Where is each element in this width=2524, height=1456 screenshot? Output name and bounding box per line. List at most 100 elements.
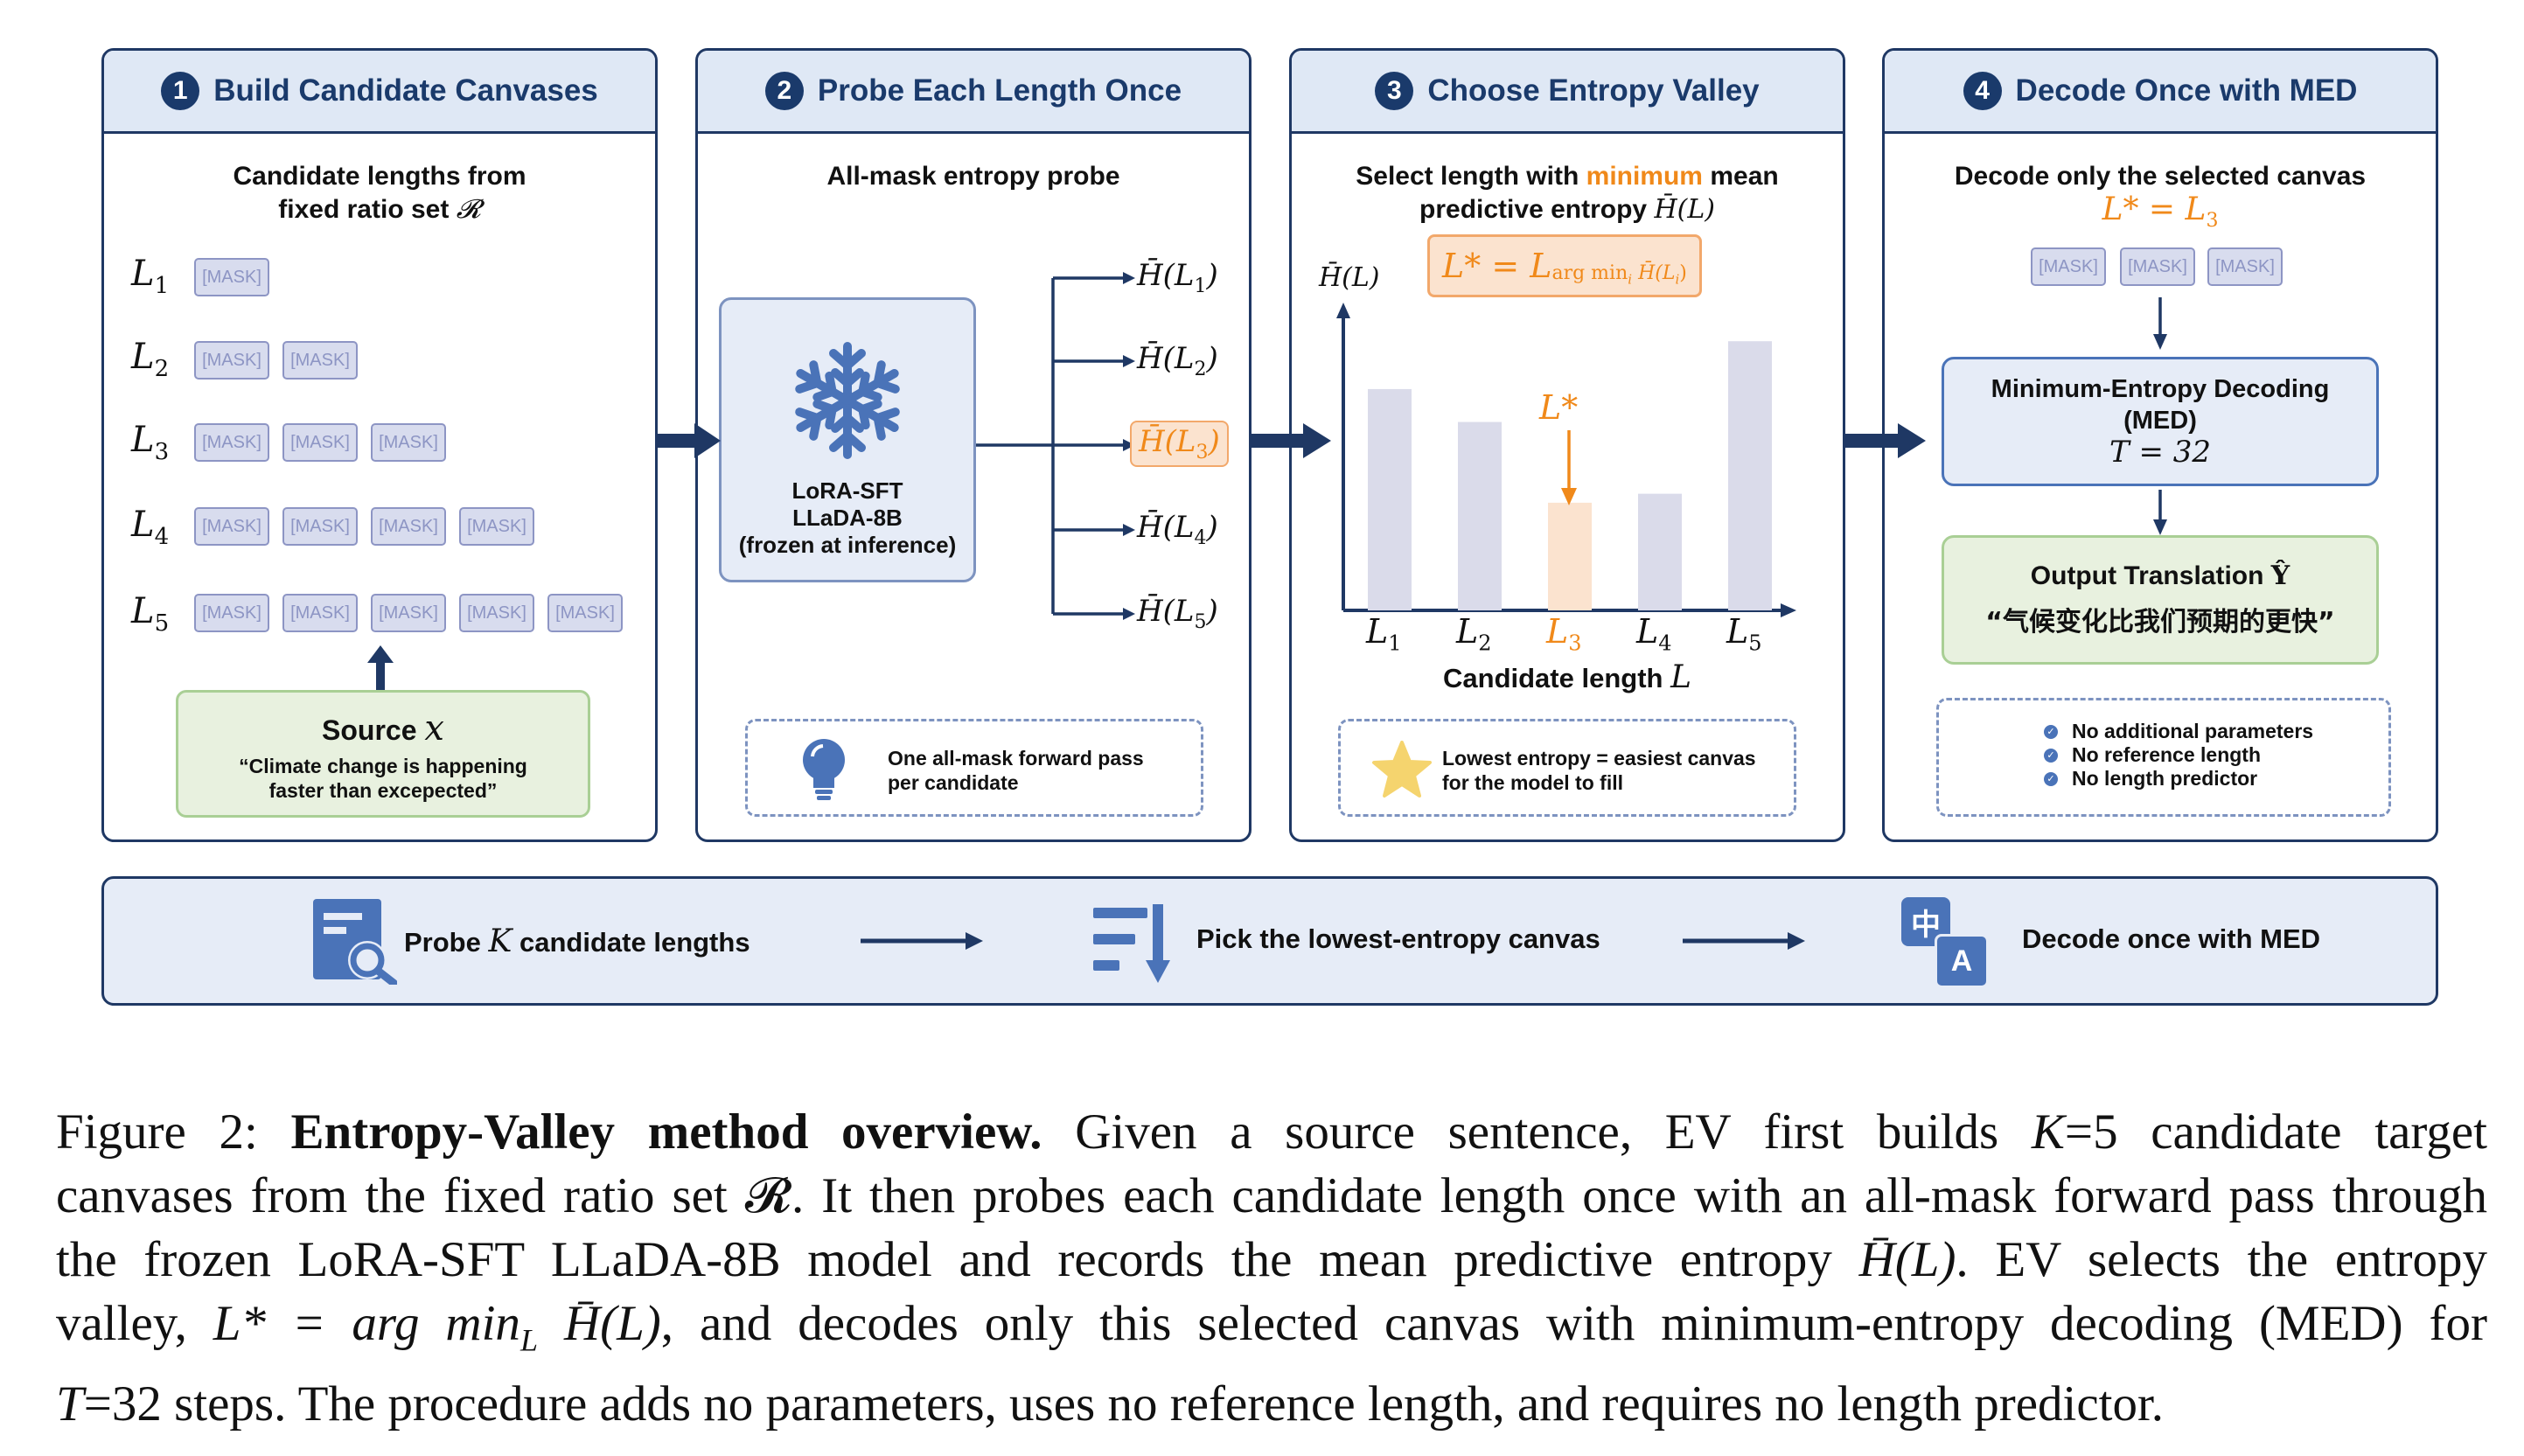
check-circle-icon: ✓ xyxy=(2044,748,2058,763)
mask-token: [MASK] xyxy=(194,594,269,632)
summary-step-probe: Probe K candidate lengths xyxy=(404,923,750,959)
step-number-badge: 3 xyxy=(1375,72,1414,110)
mask-token: [MASK] xyxy=(282,423,358,462)
benefit-item: ✓No reference length xyxy=(2044,743,2313,767)
mask-token: [MASK] xyxy=(371,594,446,632)
summary-step-pick: Pick the lowest-entropy canvas xyxy=(1196,923,1600,954)
search-document-icon xyxy=(313,899,397,985)
caption-line: the frozen LoRA-SFT LLaDA-8B model and r… xyxy=(56,1232,2487,1287)
figure-caption: Figure 2: Entropy-Valley method overview… xyxy=(56,1100,2487,1436)
panel-subtitle: All-mask entropy probe xyxy=(826,162,1120,191)
entropy-output-label: H̄(L2) xyxy=(1137,341,1218,380)
x-tick-label: L1 xyxy=(1366,612,1402,656)
y-axis-label: H̄(L) xyxy=(1319,262,1380,293)
up-arrow-icon xyxy=(367,645,394,694)
ratio-set-symbol: 𝓡 xyxy=(456,194,481,225)
mask-token: [MASK] xyxy=(194,507,269,546)
panel-title: Probe Each Length Once xyxy=(817,73,1182,108)
down-arrow-icon xyxy=(2153,490,2167,535)
subtitle-line: Decode only the selected canvas xyxy=(1954,162,2367,191)
star-icon xyxy=(1372,741,1432,798)
entropy-chart xyxy=(1336,303,1796,617)
subtitle-text: fixed ratio set xyxy=(278,195,450,224)
x-tick-label: L2 xyxy=(1456,612,1492,656)
summary-bar xyxy=(101,876,2438,1006)
summary-step-decode: Decode once with MED xyxy=(2022,923,2321,954)
summary-arrow-icon xyxy=(1683,932,1805,950)
mask-token: [MASK] xyxy=(194,423,269,462)
probe-note-text: One all-mask forward pass per candidate xyxy=(888,747,1144,794)
subtitle-line: predictive entropy H̄(L) xyxy=(1419,194,1715,225)
panel-header: 4 Decode Once with MED xyxy=(1885,51,2436,134)
mask-token: [MASK] xyxy=(459,594,534,632)
benefits-box: ✓No additional parameters✓No reference l… xyxy=(1936,698,2391,817)
translate-icon: 中 A xyxy=(1901,897,1989,988)
length-label: L2 xyxy=(131,337,170,382)
x-axis-arrowhead xyxy=(1781,603,1796,617)
caption-line: valley, L* = arg minL H̄(L), and decodes… xyxy=(56,1296,2487,1358)
mask-token: [MASK] xyxy=(282,341,358,380)
entropy-output-label: H̄(L4) xyxy=(1137,510,1218,549)
subtitle-highlight: minimum xyxy=(1586,162,1703,191)
caption-line: Figure 2: Entropy-Valley method overview… xyxy=(56,1104,2488,1160)
mask-token: [MASK] xyxy=(2120,247,2195,286)
benefit-item: ✓No length predictor xyxy=(2044,767,2313,791)
caption-line: canvases from the fixed ratio set 𝓡. It … xyxy=(56,1168,2488,1223)
pointer-arrow-icon xyxy=(1561,430,1577,505)
selected-length: L* = L3 xyxy=(2102,192,2219,233)
x-axis-label: Candidate length L xyxy=(1443,659,1691,695)
source-text: “Climate change is happening faster than… xyxy=(239,755,527,802)
subtitle-line: Candidate lengths from xyxy=(233,162,526,191)
bar xyxy=(1458,421,1502,610)
subtitle-line: Select length with minimum mean xyxy=(1356,162,1779,191)
length-label: L5 xyxy=(131,591,170,637)
output-box: Output Translation Ŷ “气候变化比我们预期的更快” xyxy=(1942,535,2379,665)
panel-title: Build Candidate Canvases xyxy=(213,73,598,108)
check-circle-icon: ✓ xyxy=(2044,771,2058,786)
output-text: “气候变化比我们预期的更快” xyxy=(1985,607,2335,637)
x-tick-label: L3 xyxy=(1546,612,1582,656)
panel-header: 1 Build Candidate Canvases xyxy=(104,51,655,134)
panel-header: 2 Probe Each Length Once xyxy=(698,51,1249,134)
mask-token: [MASK] xyxy=(2207,247,2283,286)
mask-token: [MASK] xyxy=(459,507,534,546)
bar xyxy=(1638,493,1682,610)
valley-note-box: Lowest entropy = easiest canvas for the … xyxy=(1338,719,1796,817)
mask-token: [MASK] xyxy=(282,507,358,546)
step-number-badge: 2 xyxy=(764,72,804,110)
panel-subtitle: Select length with minimum mean predicti… xyxy=(1292,160,1843,226)
med-box: Minimum-Entropy Decoding (MED) T = 32 xyxy=(1942,357,2379,486)
model-box: LoRA-SFT LLaDA-8B (frozen at inference) xyxy=(719,297,976,582)
mask-token: [MASK] xyxy=(371,507,446,546)
x-tick-label: L5 xyxy=(1726,612,1762,656)
mask-token: [MASK] xyxy=(2031,247,2106,286)
panel-header: 3 Choose Entropy Valley xyxy=(1292,51,1843,134)
entropy-output-label-selected: H̄(L3) xyxy=(1130,421,1229,467)
subtitle-line: fixed ratio set 𝓡 xyxy=(104,193,655,226)
panel-subtitle: Candidate lengths from fixed ratio set 𝓡 xyxy=(104,160,655,226)
flow-arrow-icon xyxy=(1845,423,1926,458)
x-tick-label: L4 xyxy=(1636,612,1672,656)
flow-arrow-icon xyxy=(1251,423,1331,458)
source-title: Source x xyxy=(322,708,444,749)
length-label: L4 xyxy=(131,505,170,550)
summary-arrow-icon xyxy=(861,932,983,950)
length-label: L1 xyxy=(131,254,170,299)
pointer-label: L* xyxy=(1539,388,1579,427)
step-number-badge: 1 xyxy=(161,72,200,110)
branch-connector xyxy=(976,272,1135,620)
step-number-badge: 4 xyxy=(1963,72,2002,110)
panel-subtitle: Decode only the selected canvas L* = L3 xyxy=(1885,160,2436,238)
output-title: Output Translation Ŷ xyxy=(2030,561,2290,591)
down-arrow-icon xyxy=(2153,297,2167,350)
bar xyxy=(1368,388,1412,610)
probe-note-box: One all-mask forward pass per candidate xyxy=(745,719,1203,817)
translate-letter: A xyxy=(1935,934,1989,988)
mask-token: [MASK] xyxy=(282,594,358,632)
benefits-list: ✓No additional parameters✓No reference l… xyxy=(2044,720,2313,791)
valley-note-text: Lowest entropy = easiest canvas for the … xyxy=(1442,747,1756,794)
mask-token: [MASK] xyxy=(194,341,269,380)
snowflake-icon xyxy=(782,342,913,466)
caption-line: T=32 steps. The procedure adds no parame… xyxy=(56,1376,2165,1432)
